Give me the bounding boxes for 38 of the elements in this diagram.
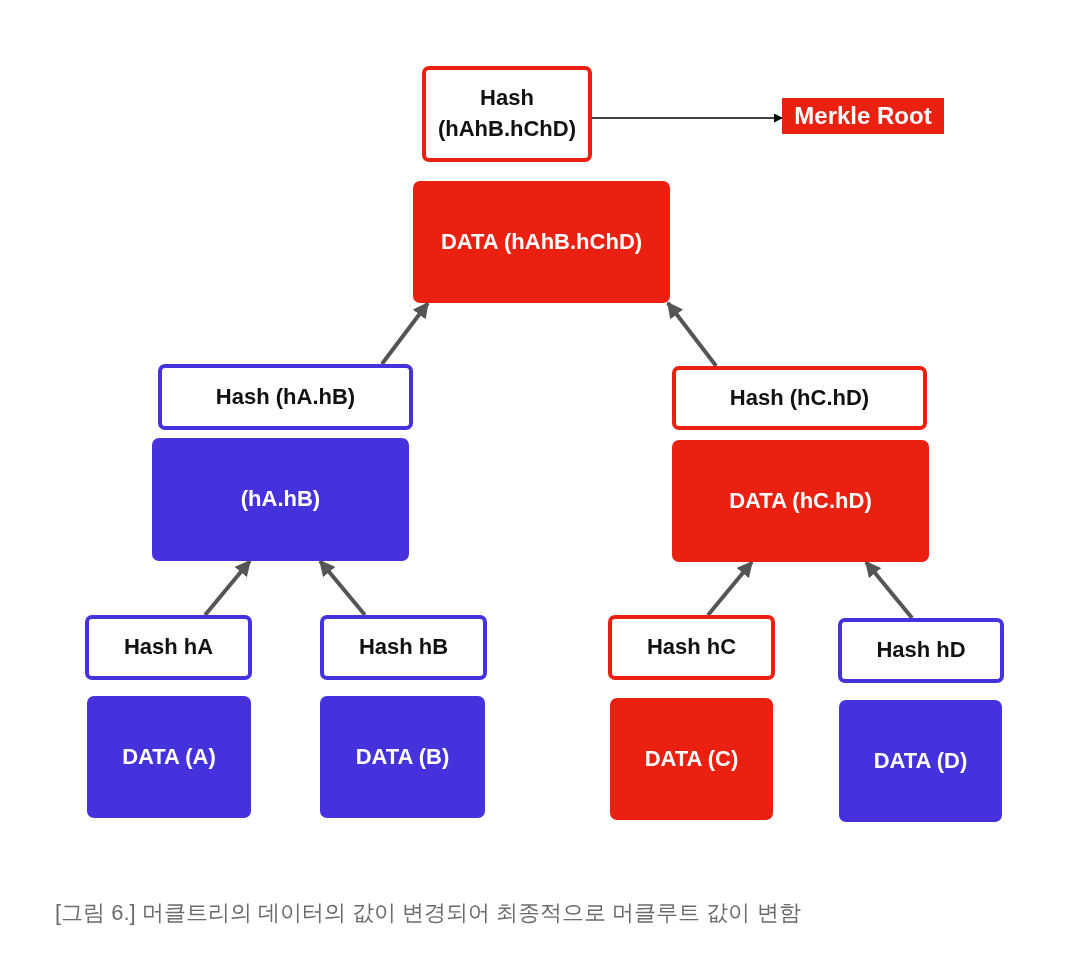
hash-box (158, 364, 413, 430)
node-text: Hash hB (358, 633, 449, 662)
data-box (839, 700, 1002, 822)
node-text: Hash (hAhB.hChD) (436, 84, 578, 143)
node-text: Hash hD (876, 636, 966, 665)
node-text: DATA (A) (122, 742, 216, 771)
node-text: Hash (hA.hB) (215, 382, 356, 411)
label-tag (782, 98, 944, 134)
hash-box (85, 615, 252, 680)
node-text: DATA (hAhB.hChD) (440, 227, 643, 256)
arrow (666, 301, 718, 368)
arrow (706, 560, 754, 617)
data-box (610, 698, 773, 820)
arrow (203, 559, 252, 617)
arrow (591, 113, 783, 123)
data-box (152, 438, 409, 561)
node-text: Hash hA (123, 633, 214, 662)
hash-box (320, 615, 487, 680)
arrow (318, 559, 367, 617)
hash-box (838, 618, 1004, 683)
node-text: Merkle Root (794, 101, 932, 132)
arrow (864, 560, 914, 620)
data-box (320, 696, 485, 818)
data-box (672, 440, 929, 562)
hash-box (608, 615, 775, 680)
figure-caption: [그림 6.] 머클트리의 데이터의 값이 변경되어 최종적으로 머클루트 값이 변함 (55, 899, 801, 927)
node-text: DATA (B) (355, 742, 450, 771)
data-box (413, 181, 670, 303)
hash-box (672, 366, 927, 430)
node-text: (hA.hB) (240, 485, 321, 514)
node-text: DATA (hC.hD) (729, 486, 872, 515)
node-text: Hash (hC.hD) (729, 383, 870, 412)
node-text: DATA (C) (644, 744, 739, 773)
arrow (380, 301, 430, 366)
hash-box (422, 66, 592, 162)
node-text: DATA (D) (873, 746, 968, 775)
data-box (87, 696, 251, 818)
node-text: Hash hC (646, 633, 737, 662)
